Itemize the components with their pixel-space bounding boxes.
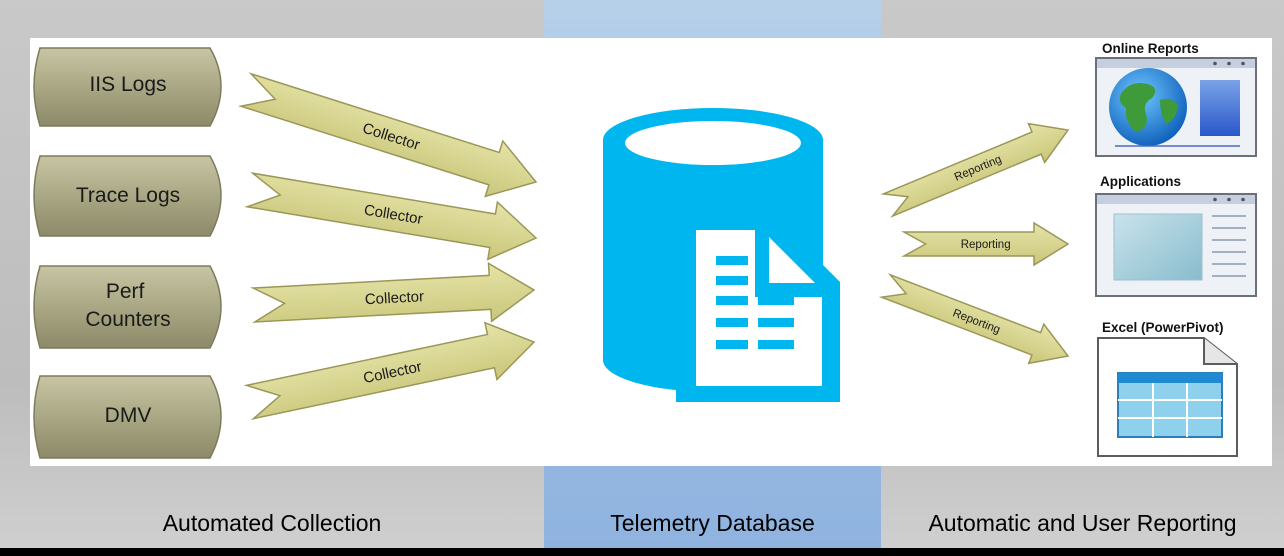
reporting-arrow-applications: Reporting	[901, 221, 1070, 267]
source-dmv: DMV	[33, 375, 222, 459]
database-icon	[603, 108, 840, 402]
output-label: Excel (PowerPivot)	[1102, 320, 1224, 335]
source-label: Trace Logs	[76, 184, 180, 207]
source-label: DMV	[105, 404, 152, 427]
source-trace-logs: Trace Logs	[33, 155, 222, 237]
reporting-arrow-excel: Reporting	[878, 273, 1070, 365]
collector-arrow-dmv: Collector	[243, 321, 536, 420]
output-label: Applications	[1100, 174, 1181, 189]
reporting-arrow-online: Reporting	[880, 122, 1070, 218]
source-iis-logs: IIS Logs	[33, 47, 222, 127]
browser-globe-icon	[1095, 57, 1257, 157]
section-label-reporting: Automatic and User Reporting	[928, 510, 1237, 536]
arrow-label: Reporting	[961, 239, 1011, 251]
arrow-label: Collector	[364, 288, 424, 308]
source-perf-counters: Perf Counters	[33, 265, 222, 349]
source-label: Perf Counters	[85, 280, 170, 331]
output-excel-powerpivot: Excel (PowerPivot)	[1097, 320, 1238, 457]
spreadsheet-document-icon	[1097, 337, 1238, 457]
application-window-icon	[1095, 193, 1257, 297]
output-applications: Applications	[1095, 174, 1257, 297]
section-label-telemetry-database: Telemetry Database	[610, 510, 815, 536]
output-online-reports: Online Reports	[1095, 41, 1257, 157]
output-label: Online Reports	[1102, 41, 1199, 56]
section-label-automated-collection: Automated Collection	[162, 510, 382, 536]
collector-arrow-trace: Collector	[244, 172, 538, 261]
collector-arrow-perf: Collector	[250, 262, 536, 323]
source-label: IIS Logs	[89, 73, 166, 96]
